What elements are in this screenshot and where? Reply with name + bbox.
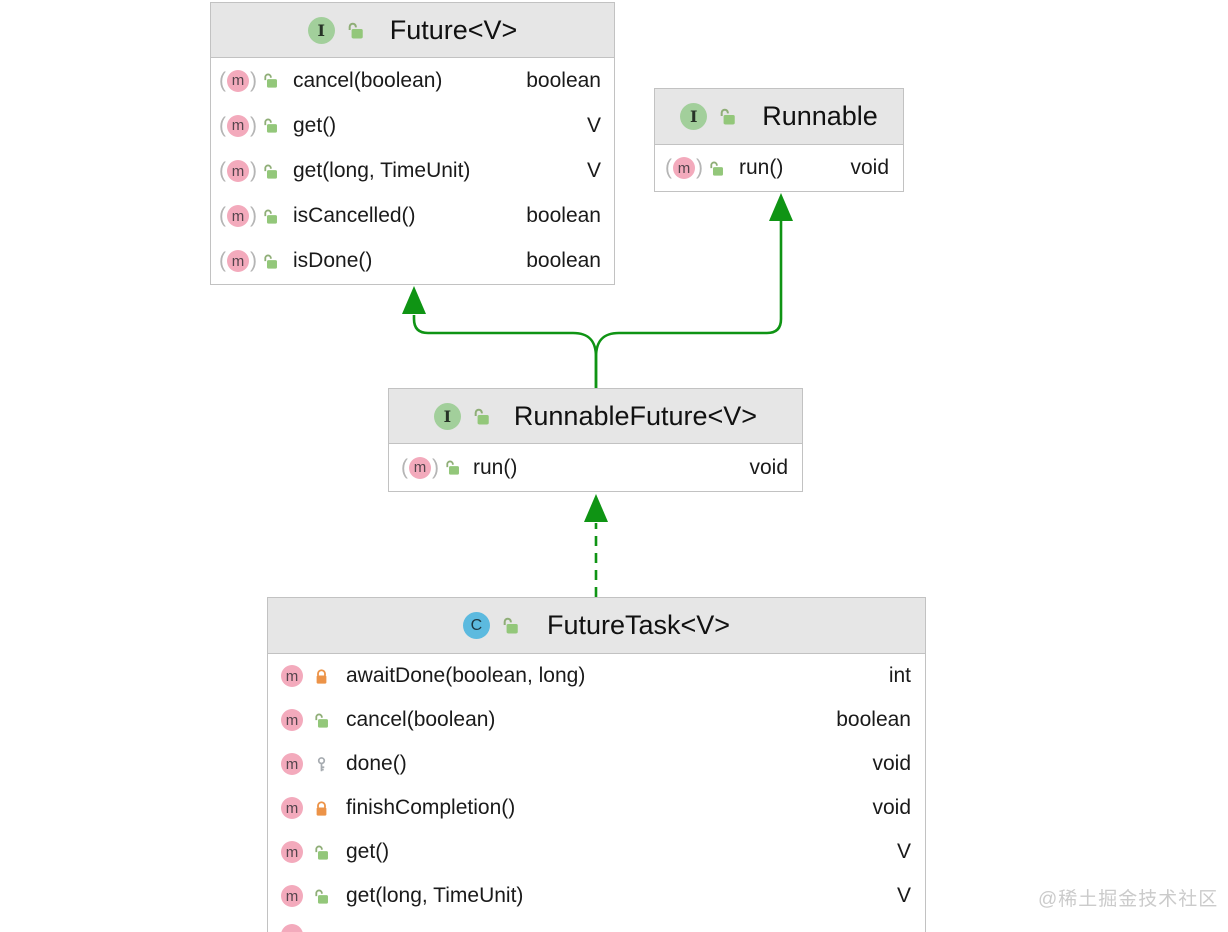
method-row[interactable]: (m) get(long, TimeUnit) V xyxy=(211,148,614,193)
edge-runnablefuture-extends-future[interactable] xyxy=(402,286,598,389)
method-return-type: void xyxy=(872,752,911,775)
interface-icon: I xyxy=(680,103,708,130)
class-header-runnable[interactable]: I Runnable xyxy=(655,89,903,145)
method-row-clipped[interactable]: m xyxy=(268,918,925,932)
public-open-lock-icon xyxy=(313,712,330,729)
abstract-method-icon: (m) xyxy=(219,249,257,273)
abstract-method-icon: (m) xyxy=(219,113,257,137)
method-signature: finishCompletion() xyxy=(346,796,516,819)
method-row[interactable]: (m) cancel(boolean) boolean xyxy=(211,58,614,103)
method-signature: get() xyxy=(346,840,390,863)
class-icon: C xyxy=(462,612,490,639)
public-open-lock-icon xyxy=(262,163,279,180)
public-open-lock-icon xyxy=(262,117,279,134)
extends-arrowhead-icon xyxy=(402,286,426,314)
method-icon: m xyxy=(281,753,303,775)
private-lock-icon xyxy=(313,668,330,685)
method-signature: awaitDone(boolean, long) xyxy=(346,664,586,687)
method-icon: m xyxy=(281,841,303,863)
method-return-type: boolean xyxy=(836,708,911,731)
method-row[interactable]: (m) get() V xyxy=(211,103,614,148)
class-box-future[interactable]: I Future<V> (m) cancel(boolean) boolean … xyxy=(210,2,615,285)
public-open-lock-icon xyxy=(346,21,365,40)
public-open-lock-icon xyxy=(708,160,725,177)
abstract-method-icon: (m) xyxy=(219,204,257,228)
method-signature: cancel(boolean) xyxy=(293,68,443,92)
edge-futuretask-implements-runnablefuture[interactable] xyxy=(584,494,608,597)
public-open-lock-icon xyxy=(718,107,737,126)
method-return-type: boolean xyxy=(526,249,601,273)
class-title: Future<V> xyxy=(389,14,518,45)
method-row[interactable]: (m) isCancelled() boolean xyxy=(211,194,614,239)
method-return-type: V xyxy=(896,840,911,863)
method-return-type: boolean xyxy=(526,204,601,228)
watermark-label: @稀土掘金技术社区 xyxy=(1038,889,1219,910)
method-row[interactable]: m get() V xyxy=(268,830,925,874)
method-row[interactable]: m cancel(boolean) boolean xyxy=(268,698,925,742)
public-open-lock-icon xyxy=(262,72,279,89)
method-signature: cancel(boolean) xyxy=(346,708,496,731)
public-open-lock-icon xyxy=(501,616,520,635)
implements-arrowhead-icon xyxy=(584,494,608,522)
edge-runnablefuture-extends-runnable[interactable] xyxy=(594,193,793,389)
method-signature: run() xyxy=(739,156,784,179)
method-signature: isDone() xyxy=(293,249,373,273)
method-return-type: int xyxy=(888,664,911,687)
public-open-lock-icon xyxy=(313,888,330,905)
method-row[interactable]: m awaitDone(boolean, long) int xyxy=(268,654,925,698)
method-return-type: V xyxy=(586,159,601,182)
method-icon: m xyxy=(281,709,303,731)
class-title: RunnableFuture<V> xyxy=(513,400,758,431)
method-row[interactable]: (m) run() void xyxy=(655,145,903,191)
extends-arrowhead-icon xyxy=(769,193,793,221)
interface-icon: I xyxy=(433,402,461,430)
class-header-runnablefuture[interactable]: I RunnableFuture<V> xyxy=(389,389,802,444)
method-signature: get(long, TimeUnit) xyxy=(293,159,471,182)
class-title: FutureTask<V> xyxy=(546,610,731,640)
method-row[interactable]: m done() void xyxy=(268,742,925,786)
method-signature: get(long, TimeUnit) xyxy=(346,884,524,907)
public-open-lock-icon xyxy=(313,844,330,861)
class-title: Runnable xyxy=(762,101,878,131)
class-header-futuretask[interactable]: C FutureTask<V> xyxy=(268,598,925,654)
abstract-method-icon: (m) xyxy=(665,156,703,179)
class-box-futuretask[interactable]: C FutureTask<V> m awaitDone(boolean, lon… xyxy=(267,597,926,932)
method-signature: get() xyxy=(293,113,337,137)
method-row[interactable]: (m) run() void xyxy=(389,444,802,491)
method-icon: m xyxy=(281,665,303,687)
method-icon: m xyxy=(281,924,303,932)
class-box-runnablefuture[interactable]: I RunnableFuture<V> (m) run() void xyxy=(388,388,803,492)
method-row[interactable]: m finishCompletion() void xyxy=(268,786,925,830)
private-lock-icon xyxy=(313,800,330,817)
method-return-type: V xyxy=(586,113,601,137)
protected-key-icon xyxy=(313,756,330,773)
abstract-method-icon: (m) xyxy=(219,68,257,92)
method-return-type: void xyxy=(872,796,911,819)
method-return-type: void xyxy=(850,156,889,179)
method-row[interactable]: m get(long, TimeUnit) V xyxy=(268,874,925,918)
public-open-lock-icon xyxy=(262,208,279,225)
class-header-future[interactable]: I Future<V> xyxy=(211,3,614,58)
class-box-runnable[interactable]: I Runnable (m) run() void xyxy=(654,88,904,192)
method-return-type: V xyxy=(896,884,911,907)
abstract-method-icon: (m) xyxy=(401,455,439,479)
method-icon: m xyxy=(281,797,303,819)
abstract-method-icon: (m) xyxy=(219,159,257,182)
method-return-type: boolean xyxy=(526,68,601,92)
method-icon: m xyxy=(281,885,303,907)
public-open-lock-icon xyxy=(472,407,491,426)
method-signature: done() xyxy=(346,752,407,775)
method-signature: run() xyxy=(473,455,518,479)
public-open-lock-icon xyxy=(444,459,461,476)
public-open-lock-icon xyxy=(262,253,279,270)
interface-icon: I xyxy=(307,16,335,44)
method-signature: isCancelled() xyxy=(293,204,416,228)
method-return-type: void xyxy=(749,455,788,479)
method-row[interactable]: (m) isDone() boolean xyxy=(211,239,614,284)
